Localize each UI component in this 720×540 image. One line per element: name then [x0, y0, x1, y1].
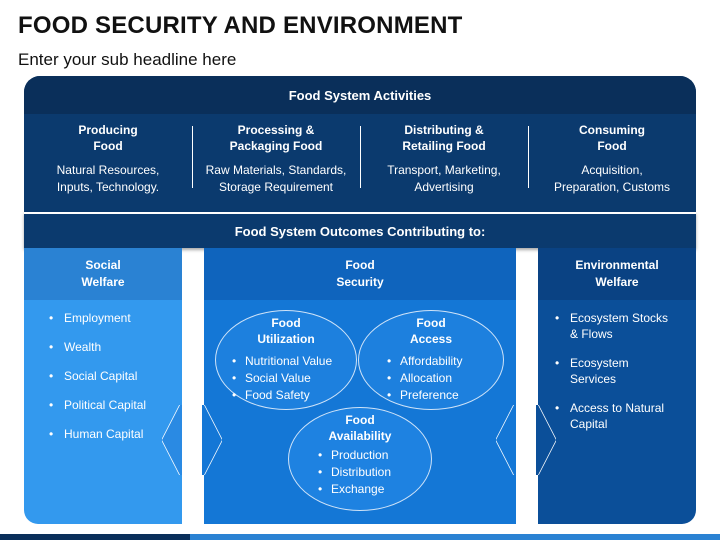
list-item: Allocation	[386, 370, 503, 387]
list-item: Social Value	[231, 370, 356, 387]
food-availability-list: Production Distribution Exchange	[317, 447, 431, 498]
social-welfare-header: Social Welfare	[24, 248, 182, 300]
activity-processing: Processing & Packaging Food Raw Material…	[192, 114, 360, 214]
food-access-title: Food Access	[409, 316, 453, 346]
footer-stripe-dark	[0, 534, 190, 540]
page-subtitle: Enter your sub headline here	[18, 50, 237, 69]
activities-panel: Food System Activities Producing Food Na…	[24, 76, 696, 214]
list-item: Distribution	[317, 464, 431, 481]
environmental-welfare-column: Environmental Welfare Ecosystem Stocks &…	[538, 248, 696, 524]
activity-name: Distributing & Retailing Food	[402, 123, 486, 153]
list-item: Human Capital	[46, 426, 182, 442]
food-utilization-title: Food Utilization	[257, 316, 315, 346]
activities-header: Food System Activities	[24, 76, 696, 114]
food-security-header: Food Security	[204, 248, 516, 300]
outcomes-bar: Food System Outcomes Contributing to:	[24, 212, 696, 248]
footer-stripe-light	[190, 534, 720, 540]
environmental-welfare-list: Ecosystem Stocks & Flows Ecosystem Servi…	[538, 300, 696, 432]
activity-producing: Producing Food Natural Resources, Inputs…	[24, 114, 192, 214]
food-availability-title: Food Availability	[328, 413, 392, 443]
activity-name: Producing Food	[78, 123, 138, 153]
food-availability-ellipse: Food Availability Production Distributio…	[288, 407, 432, 511]
activity-desc: Natural Resources, Inputs, Technology.	[56, 163, 160, 194]
list-item: Exchange	[317, 481, 431, 498]
social-welfare-list: Employment Wealth Social Capital Politic…	[24, 300, 182, 442]
food-access-ellipse: Food Access Affordability Allocation Pre…	[358, 310, 504, 410]
right-connector-hexagon	[496, 405, 556, 475]
list-item: Ecosystem Stocks & Flows	[552, 310, 696, 342]
list-item: Social Capital	[46, 368, 182, 384]
list-item: Food Safety	[231, 387, 356, 404]
list-item: Affordability	[386, 353, 503, 370]
activity-distributing: Distributing & Retailing Food Transport,…	[360, 114, 528, 214]
list-item: Wealth	[46, 339, 182, 355]
activity-name: Consuming Food	[579, 123, 645, 153]
activity-desc: Raw Materials, Standards, Storage Requir…	[205, 163, 347, 194]
list-item: Employment	[46, 310, 182, 326]
activity-name: Processing & Packaging Food	[229, 123, 323, 153]
social-welfare-column: Social Welfare Employment Wealth Social …	[24, 248, 182, 524]
list-item: Access to Natural Capital	[552, 400, 696, 432]
activities-columns: Producing Food Natural Resources, Inputs…	[24, 114, 696, 214]
activity-desc: Transport, Marketing, Advertising	[387, 163, 501, 194]
environmental-welfare-header: Environmental Welfare	[538, 248, 696, 300]
left-connector-hexagon	[162, 405, 222, 475]
food-access-list: Affordability Allocation Preference	[386, 353, 503, 404]
food-utilization-list: Nutritional Value Social Value Food Safe…	[231, 353, 356, 404]
list-item: Production	[317, 447, 431, 464]
activity-consuming: Consuming Food Acquisition, Preparation,…	[528, 114, 696, 214]
list-item: Ecosystem Services	[552, 355, 696, 387]
list-item: Political Capital	[46, 397, 182, 413]
list-item: Nutritional Value	[231, 353, 356, 370]
activity-desc: Acquisition, Preparation, Customs	[553, 163, 671, 194]
list-item: Preference	[386, 387, 503, 404]
food-utilization-ellipse: Food Utilization Nutritional Value Socia…	[215, 310, 357, 410]
page-title: FOOD SECURITY AND ENVIRONMENT	[18, 12, 463, 39]
